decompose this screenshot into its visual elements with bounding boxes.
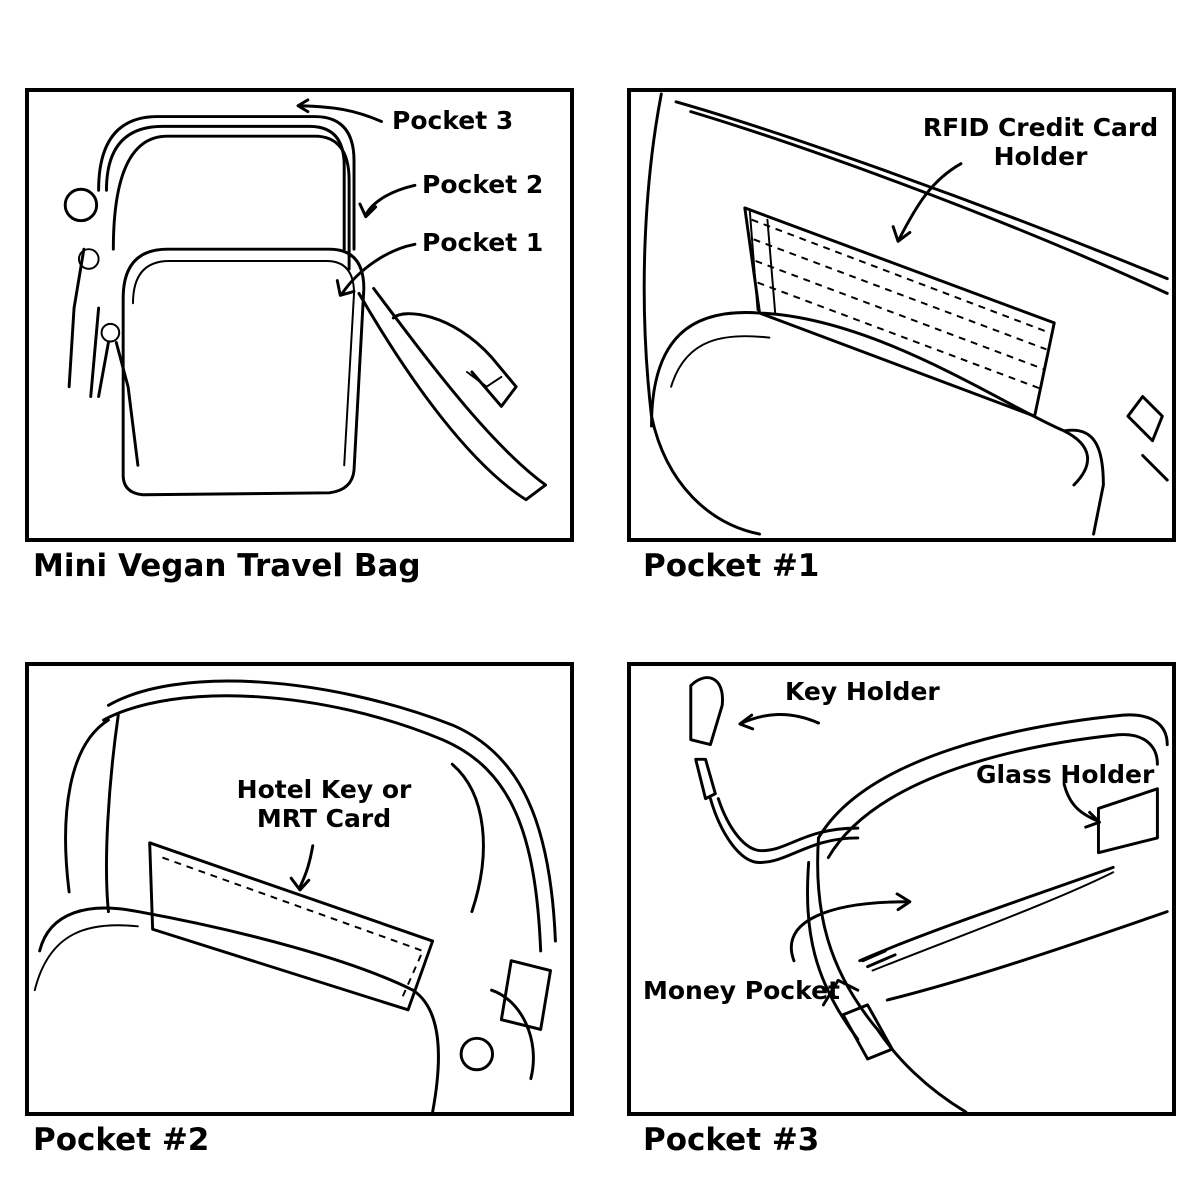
panel-pocket-3: Key Holder Glass Holder Money Pocket [627,662,1176,1116]
panel-pocket-2: Hotel Key or MRT Card [25,662,574,1116]
label-glass-holder: Glass Holder [976,760,1155,789]
label-hotel-line1: Hotel Key or [236,775,412,804]
label-hotel-card: Hotel Key or MRT Card [204,775,444,834]
label-pocket1: Pocket 1 [422,228,544,257]
label-money-pocket: Money Pocket [643,976,840,1005]
label-rfid-line1: RFID Credit Card [922,113,1159,142]
caption-pocket-2: Pocket #2 [33,1122,210,1158]
label-hotel-line2: MRT Card [256,803,392,833]
label-key-holder: Key Holder [785,677,940,706]
caption-pocket-3: Pocket #3 [643,1122,820,1158]
label-pocket3: Pocket 3 [392,106,514,135]
label-rfid-line2: Holder [993,141,1088,171]
pocket-2-drawing [33,679,557,1112]
pocket-3-drawing [689,676,1169,1112]
panel-pocket-1: RFID Credit Card Holder [627,88,1176,542]
bag-overview-drawing [63,98,548,502]
label-pocket2: Pocket 2 [422,170,544,199]
caption-bag-overview: Mini Vegan Travel Bag [33,548,421,584]
caption-pocket-1: Pocket #1 [643,548,820,584]
label-rfid-holder: RFID Credit Card Holder [903,113,1172,172]
panel-bag-overview: Pocket 3 Pocket 2 Pocket 1 [25,88,574,542]
pocket-1-drawing [642,92,1169,536]
